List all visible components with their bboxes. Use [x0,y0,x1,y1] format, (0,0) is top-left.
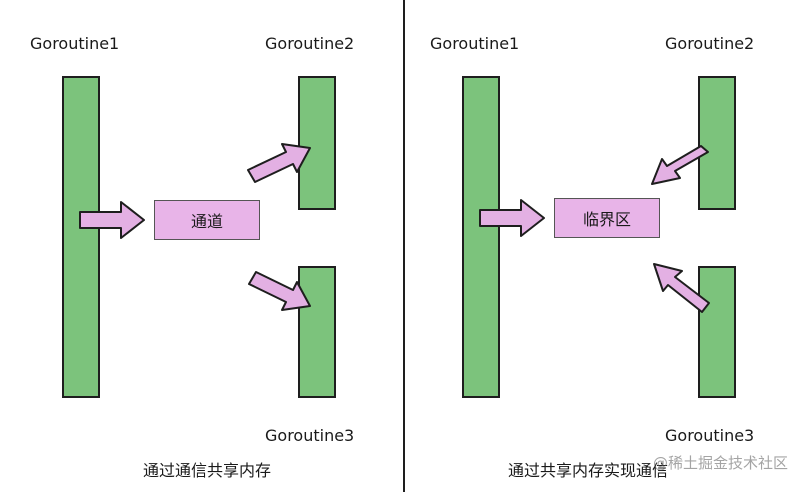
left-caption: 通过通信共享内存 [143,461,272,480]
right-caption: 通过共享内存实现通信 [508,461,669,480]
left-goroutine1-bar [62,76,100,398]
right-critical-section-label: 临界区 [582,210,631,229]
left-goroutine2-bar [298,76,336,210]
panel-divider [403,0,405,492]
left-goroutine3-label: Goroutine3 [265,426,355,445]
left-arrow-to-g3 [248,271,311,311]
watermark: @稀土掘金技术社区 [652,454,788,472]
right-goroutine2-label: Goroutine2 [665,34,755,53]
right-arrow-g3-to-section [653,263,710,313]
left-channel-box: 通道 [154,200,260,240]
right-goroutine3-bar [698,266,736,398]
left-goroutine3-bar [298,266,336,398]
right-goroutine1-label: Goroutine1 [430,34,520,53]
right-goroutine2-bar [698,76,736,210]
left-channel-label: 通道 [190,212,223,231]
right-critical-section-box: 临界区 [554,198,660,238]
right-goroutine3-label: Goroutine3 [665,426,755,445]
left-goroutine1-label: Goroutine1 [30,34,120,53]
left-arrow-g1-to-channel [79,201,145,239]
right-arrow-g2-to-section [651,145,709,185]
right-arrow-g1-to-section [479,199,545,237]
left-goroutine2-label: Goroutine2 [265,34,355,53]
left-arrow-to-g2 [247,143,311,183]
right-goroutine1-bar [462,76,500,398]
